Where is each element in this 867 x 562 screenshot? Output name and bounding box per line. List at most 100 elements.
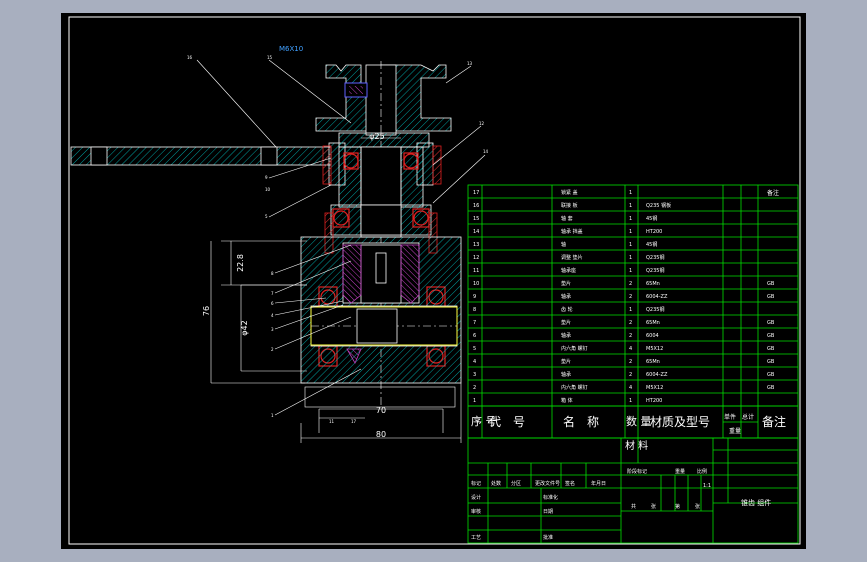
balloon-2: 2 [271, 347, 274, 352]
bom-row-material: 6004-ZZ [646, 294, 668, 300]
bom-row-material: 6004 [646, 333, 659, 339]
bom-header-seq: 序 号 [471, 414, 497, 428]
bom-row-no: 2 [473, 385, 476, 391]
bom-row-note: GB [767, 372, 775, 378]
bom-row-no: 17 [473, 190, 479, 196]
bom-row-no: 9 [473, 294, 476, 300]
bom-row-name: 垫片 [561, 280, 571, 287]
bom-row-name: 调整 垫片 [561, 254, 583, 261]
scale-value: 1:1 [703, 483, 711, 489]
bom-row-qty: 1 [629, 268, 632, 274]
balloon-12: 12 [479, 121, 485, 126]
balloon-14: 14 [483, 149, 489, 154]
dim-70: 70 [376, 406, 386, 415]
sheet-no: 第 [675, 503, 680, 510]
dim-d42: φ42 [240, 320, 249, 335]
thread-note: M6X10 [279, 45, 303, 53]
bom-row-no: 3 [473, 372, 476, 378]
dim-11: 11 [329, 419, 335, 424]
bom-row-qty: 2 [629, 281, 632, 287]
title-block [467, 437, 799, 544]
mark-label-2: 分区 [511, 480, 521, 487]
bom-row-material: 45钢 [646, 215, 657, 222]
bom-row-qty: 1 [629, 203, 632, 209]
bom-header-weight: 重量 [729, 427, 741, 435]
bom-row-no: 14 [473, 229, 479, 235]
dim-17: 17 [351, 419, 357, 424]
bom-row-no: 4 [473, 359, 476, 365]
bom-row-name: 轴承 [561, 371, 571, 378]
dim-80: 80 [376, 430, 386, 439]
gear-box [300, 236, 462, 408]
bom-row-note: GB [767, 320, 775, 326]
leader-lines [196, 59, 486, 416]
balloon-10: 10 [265, 187, 271, 192]
balloon-8: 8 [271, 271, 274, 276]
bom-row-material: 65Mn [646, 320, 660, 326]
bom-row-material: 65Mn [646, 359, 660, 365]
material-label: 材 料 [625, 439, 648, 452]
bom-header-name: 名 称 [563, 414, 599, 429]
date-label: 日期 [543, 509, 553, 515]
bom-row-qty: 2 [629, 320, 632, 326]
bom-row-name: 内六角 螺钉 [561, 345, 588, 352]
signoff-review: 审核 [471, 508, 481, 515]
sheet-total-unit: 张 [651, 503, 656, 510]
bom-header-code: 代 号 [489, 415, 525, 429]
screws [322, 145, 442, 254]
bom-row-note: GB [767, 294, 775, 300]
drawing-canvas[interactable]: M6X10 φ25 22.8 76 φ42 70 80 11 17 16 15 … [61, 13, 806, 549]
bom-row-material: Q235钢 [646, 306, 664, 313]
bom-row-name: 箱 体 [561, 397, 573, 404]
bom-row-no: 10 [473, 281, 479, 287]
bom-header-total: 总计 [742, 413, 754, 421]
bom-row-material: HT200 [646, 229, 662, 235]
bom-row-name: 轴承 [561, 332, 571, 339]
bom-row-qty: 1 [629, 242, 632, 248]
balloon-9: 9 [265, 175, 268, 180]
bom-row-note: GB [767, 281, 775, 287]
std-label: 标准化 [543, 494, 558, 501]
bom-row-note: GB [767, 385, 775, 391]
balloon-4: 4 [271, 313, 274, 318]
balloon-labels: 16 15 13 12 14 9 10 5 8 7 6 4 3 2 1 [187, 55, 489, 418]
sheet-total: 共 [631, 503, 636, 510]
scale-label: 比例 [697, 468, 707, 475]
bearing-housing [328, 132, 434, 238]
bom-row-material: HT200 [646, 398, 662, 404]
mounting-plate [70, 146, 332, 166]
bom-row-no: 7 [473, 320, 476, 326]
bom-row-name: 轴承座 [561, 267, 576, 274]
balloon-15: 15 [267, 55, 273, 60]
stage-label: 阶段标记 [627, 468, 647, 475]
bom-top-note: 备注 [767, 189, 779, 197]
bom-row-qty: 2 [629, 372, 632, 378]
signoff-design: 设计 [471, 494, 481, 501]
balloon-1: 1 [271, 413, 274, 418]
bom-row-note: GB [767, 333, 775, 339]
bom-row-name: 轴 [561, 241, 566, 248]
bom-row-qty: 4 [629, 346, 632, 352]
bom-row-no: 1 [473, 398, 476, 404]
bom-row-note: GB [767, 359, 775, 365]
bom-row-qty: 1 [629, 190, 632, 196]
bom-row-name: 联接 板 [561, 202, 578, 209]
bom-header-remark: 备注 [762, 414, 786, 429]
bom-row-name: 垫片 [561, 358, 571, 365]
dim-22-8: 22.8 [236, 254, 245, 272]
drawing-title: 锥齿 组件 [741, 498, 771, 507]
bom-row-material: M5X12 [646, 346, 663, 352]
bom-row-qty: 2 [629, 294, 632, 300]
dimension-lines [210, 137, 462, 443]
bom-row-name: 轴承 [561, 293, 571, 300]
bom-row-qty: 1 [629, 307, 632, 313]
bom-table [467, 184, 799, 439]
bom-row-qty: 1 [629, 216, 632, 222]
balloon-13: 13 [467, 61, 473, 66]
balloon-3: 3 [271, 327, 274, 332]
balloon-6: 6 [271, 301, 274, 306]
bom-row-name: 齿 轮 [561, 306, 573, 313]
balloon-7: 7 [271, 291, 274, 296]
bom-row-name: 内六角 螺钉 [561, 384, 588, 391]
bom-row-no: 13 [473, 242, 479, 248]
